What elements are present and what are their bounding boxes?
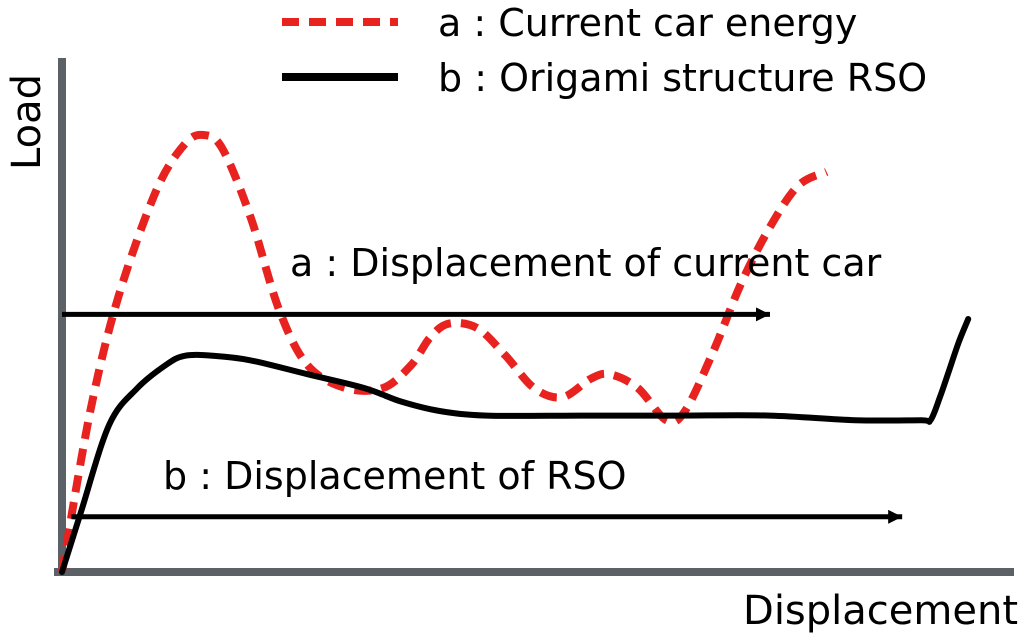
x-axis-label: Displacement — [743, 588, 1018, 634]
y-axis-label: Load — [4, 74, 50, 170]
legend-label-a: a : Current car energy — [438, 1, 857, 45]
series-a-current-car-line — [58, 130, 829, 573]
displacement-a-label: a : Displacement of current car — [290, 241, 882, 285]
series-b-origami-rso-line — [59, 316, 972, 575]
displacement-b-label: b : Displacement of RSO — [163, 454, 627, 498]
legend: a : Current car energy b : Origami struc… — [282, 1, 927, 100]
legend-label-b: b : Origami structure RSO — [438, 56, 927, 100]
